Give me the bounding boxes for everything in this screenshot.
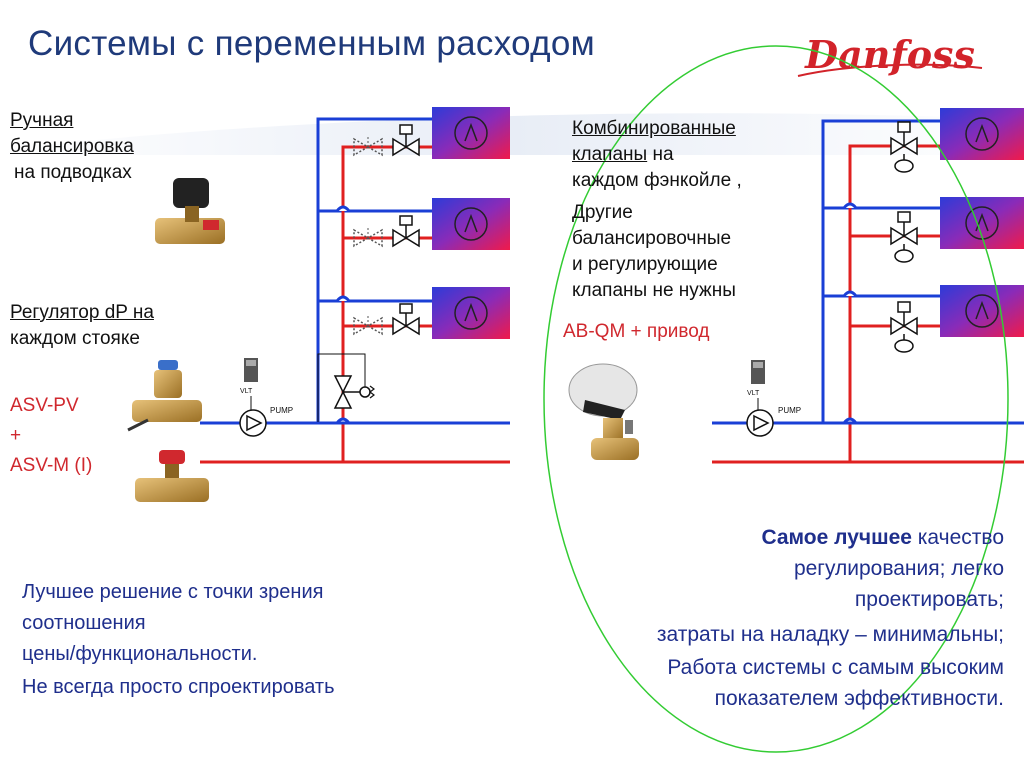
bottom-right-line5: Работа системы с самым высоким [667,656,1004,679]
dp-regulator-line1: Регулятор dP на [10,302,154,323]
plus-label: + [10,425,22,446]
crossover [335,205,351,212]
manual-balancing-text: Ручная балансировка на подводках [10,108,134,186]
asv-m-valve-image [135,450,209,502]
bottom-right-line6: показателем эффективности. [714,687,1004,710]
crossover [842,202,858,209]
other-line1: Другие [572,202,633,223]
right-return-riser [821,119,940,423]
asv-m-label: ASV-M (I) [10,455,93,476]
pump-icon [746,409,774,437]
bottom-left-line4: Не всегда просто спроектировать [22,676,335,698]
asv-pv-label: ASV-PV [10,395,79,416]
combined-line2b: на [647,144,674,165]
bottom-left-text: Лучшее решение с точки зрения соотношени… [22,577,335,703]
highlight-ellipse [543,45,1009,753]
other-line4: клапаны не нужны [572,280,736,301]
bottom-left-line2: соотношения [22,612,146,634]
pump-icon [239,409,267,437]
combined-line3: каждом фэнкойле , [572,170,742,191]
bottom-right-line3: проектировать; [854,588,1004,611]
pump-label: PUMP [270,406,293,415]
abqm-label: AB-QM + привод [563,321,710,342]
combined-line1: Комбинированные [572,118,736,139]
control-valve-icon [392,124,420,157]
fan-coil-unit [940,108,1024,160]
vlt-label: VLT [240,388,253,395]
vlt-label: VLT [747,390,760,397]
balancing-valve-icon [353,314,383,336]
combined-valves-text: Комбинированные клапаны на каждом фэнкой… [572,116,742,304]
page-title: Системы с переменным расходом [28,24,595,63]
crossover [335,295,351,302]
balancing-valve-icon [353,226,383,248]
other-line2: балансировочные [572,228,732,249]
control-valve-icon [392,215,420,248]
fan-coil-unit [940,285,1024,337]
right-supply-riser [848,144,940,462]
fan-coil-unit [432,198,510,250]
best-rest: качество [911,526,1004,549]
pump-label: PUMP [778,406,801,415]
bottom-right-line4: затраты на наладку – минимальны; [656,623,1004,646]
dp-regulator-line2: каждом стояке [10,328,140,349]
manual-balancing-line3: на подводках [14,162,132,183]
dp-regulator-text: Регулятор dP на каждом стояке [10,300,154,352]
bottom-left-line3: цены/функциональности. [22,643,258,665]
fan-coil-unit [432,287,510,339]
fan-coil-unit [940,197,1024,249]
vlt-drive-icon [244,358,258,382]
control-valve-icon [392,303,420,336]
manual-balancing-valve-image [155,178,225,244]
danfoss-logo: Danfoss [797,32,983,77]
balancing-valve-icon [353,135,383,157]
abqm-valve-icon [890,211,918,263]
left-return-riser [316,117,432,423]
valve-models: ASV-PV + ASV-M (I) [10,391,92,481]
manual-balancing-line1: Ручная [10,110,74,131]
vlt-drive-icon [751,360,765,384]
crossover [842,290,858,297]
left-supply-riser [341,145,432,462]
dp-regulator-icon [317,353,375,422]
abqm-actuator-image [568,363,639,460]
abqm-valve-icon [890,121,918,173]
fan-coil-unit [432,107,510,159]
manual-balancing-line2: балансировка [10,136,134,157]
other-line3: и регулирующие [572,254,718,275]
abqm-valve-icon [890,301,918,353]
combined-line2a: клапаны [572,144,648,165]
bottom-right-line2: регулирования; легко [793,557,1004,580]
logo-text: Danfoss [804,32,975,77]
asv-pv-valve-image [127,360,202,432]
bottom-right-text: Самое лучшее качество регулирования; лег… [657,522,1004,714]
best-bold: Самое лучшее [761,526,912,549]
bottom-left-line1: Лучшее решение с точки зрения [22,581,324,603]
background-band [0,113,1024,155]
